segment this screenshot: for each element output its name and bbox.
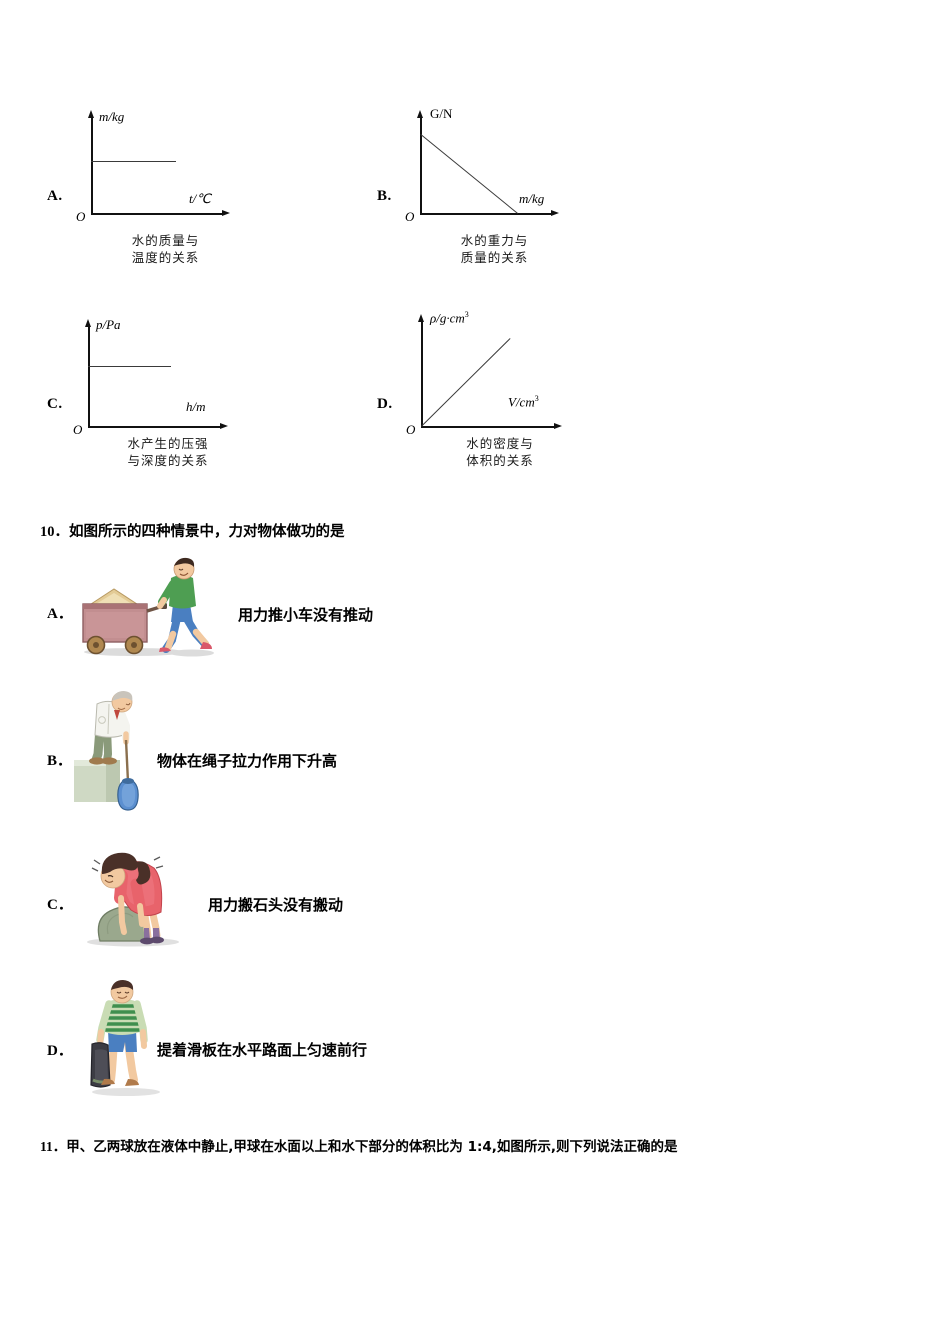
graph-a-caption-line2: 温度的关系 (131, 250, 200, 265)
graph-a-origin-label: O (76, 209, 86, 224)
graph-b-x-arrow (551, 210, 559, 216)
q10-option-c-letter: C． (47, 897, 73, 913)
graph-d-caption-line2: 体积的关系 (466, 453, 534, 468)
graph-c-caption-line1: 水产生的压强 (127, 436, 209, 451)
figure-boy-pushing-cart (74, 556, 224, 661)
q10-option-b-caption: 物体在绳子拉力作用下升高 (157, 752, 338, 770)
graph-b-curve (420, 134, 518, 215)
figure-boy-carrying-skateboard (80, 980, 172, 1098)
graph-c-caption: 水产生的压强 与深度的关系 (93, 435, 243, 469)
figure-man-lifting-bag (74, 690, 166, 815)
graph-option-b-letter: B. (377, 188, 392, 204)
graph-a-x-axis (91, 213, 223, 215)
graph-d-curve (421, 338, 511, 427)
graph-b-x-axis (420, 213, 552, 215)
graph-c-curve (88, 366, 171, 368)
question-10-number: 10． (40, 524, 69, 540)
graph-d-x-axis (421, 426, 555, 428)
graph-option-d-letter: D. (377, 396, 393, 412)
graph-a-caption: 水的质量与 温度的关系 (98, 232, 233, 266)
graph-option-a-letter: A. (47, 188, 63, 204)
graph-b-y-arrow (417, 110, 423, 118)
graph-a-y-axis (91, 118, 93, 214)
graph-d-y-arrow (418, 314, 424, 322)
question-11-stem-text: 甲、乙两球放在液体中静止,甲球在水面以上和水下部分的体积比为 1:4,如图所示,… (66, 1139, 678, 1155)
graph-c-y-arrow (85, 319, 91, 327)
graph-c-origin-label: O (73, 422, 83, 437)
graph-d-caption-line1: 水的密度与 (466, 436, 534, 451)
graph-d-y-axis (421, 322, 423, 427)
graph-d-x-arrow (554, 423, 562, 429)
graph-a-curve (91, 161, 176, 163)
q10-option-a-caption: 用力推小车没有推动 (238, 606, 374, 624)
graph-d-caption: 水的密度与 体积的关系 (430, 435, 570, 469)
graph-b-x-axis-label: m/kg (519, 191, 545, 206)
graph-b-caption-line1: 水的重力与 (460, 233, 529, 248)
question-11-number: 11． (40, 1139, 67, 1154)
q10-option-c-caption: 用力搬石头没有搬动 (208, 896, 344, 914)
figure-girl-lifting-rock (78, 840, 193, 952)
graph-b-y-axis (420, 118, 422, 214)
graph-b-y-axis-label: G/N (430, 106, 453, 121)
graph-c-y-axis (88, 327, 90, 427)
graph-d-x-axis-label: V/cm3 (508, 394, 539, 410)
graph-a-x-axis-label: t/℃ (189, 191, 211, 206)
q10-option-d-caption: 提着滑板在水平路面上匀速前行 (157, 1041, 368, 1059)
graph-a-caption-line1: 水的质量与 (131, 233, 200, 248)
q10-option-b-letter: B． (47, 753, 73, 769)
graph-a-y-axis-label: m/kg (99, 109, 125, 124)
graph-c-caption-line2: 与深度的关系 (127, 453, 209, 468)
graph-d-origin-label: O (406, 422, 416, 437)
graph-b-origin-label: O (405, 209, 415, 224)
q10-option-d-letter: D． (47, 1043, 73, 1059)
graph-d-y-axis-label: ρ/g·cm3 (430, 310, 469, 326)
graph-option-c-letter: C. (47, 396, 63, 412)
graph-b-caption: 水的重力与 质量的关系 (427, 232, 562, 266)
graph-c-x-axis-label: h/m (186, 399, 206, 414)
question-10-stem: 10．如图所示的四种情景中，力对物体做功的是 (40, 520, 345, 541)
q10-option-a-letter: A． (47, 606, 73, 622)
graph-c-y-axis-label: p/Pa (96, 317, 121, 332)
graph-c-x-arrow (220, 423, 228, 429)
graph-a-y-arrow (88, 110, 94, 118)
question-11-stem: 11．甲、乙两球放在液体中静止,甲球在水面以上和水下部分的体积比为 1:4,如图… (40, 1135, 678, 1155)
question-10-stem-text: 如图所示的四种情景中，力对物体做功的是 (69, 524, 345, 540)
graph-a-x-arrow (222, 210, 230, 216)
graph-b-caption-line2: 质量的关系 (460, 250, 529, 265)
graph-c-x-axis (88, 426, 221, 428)
